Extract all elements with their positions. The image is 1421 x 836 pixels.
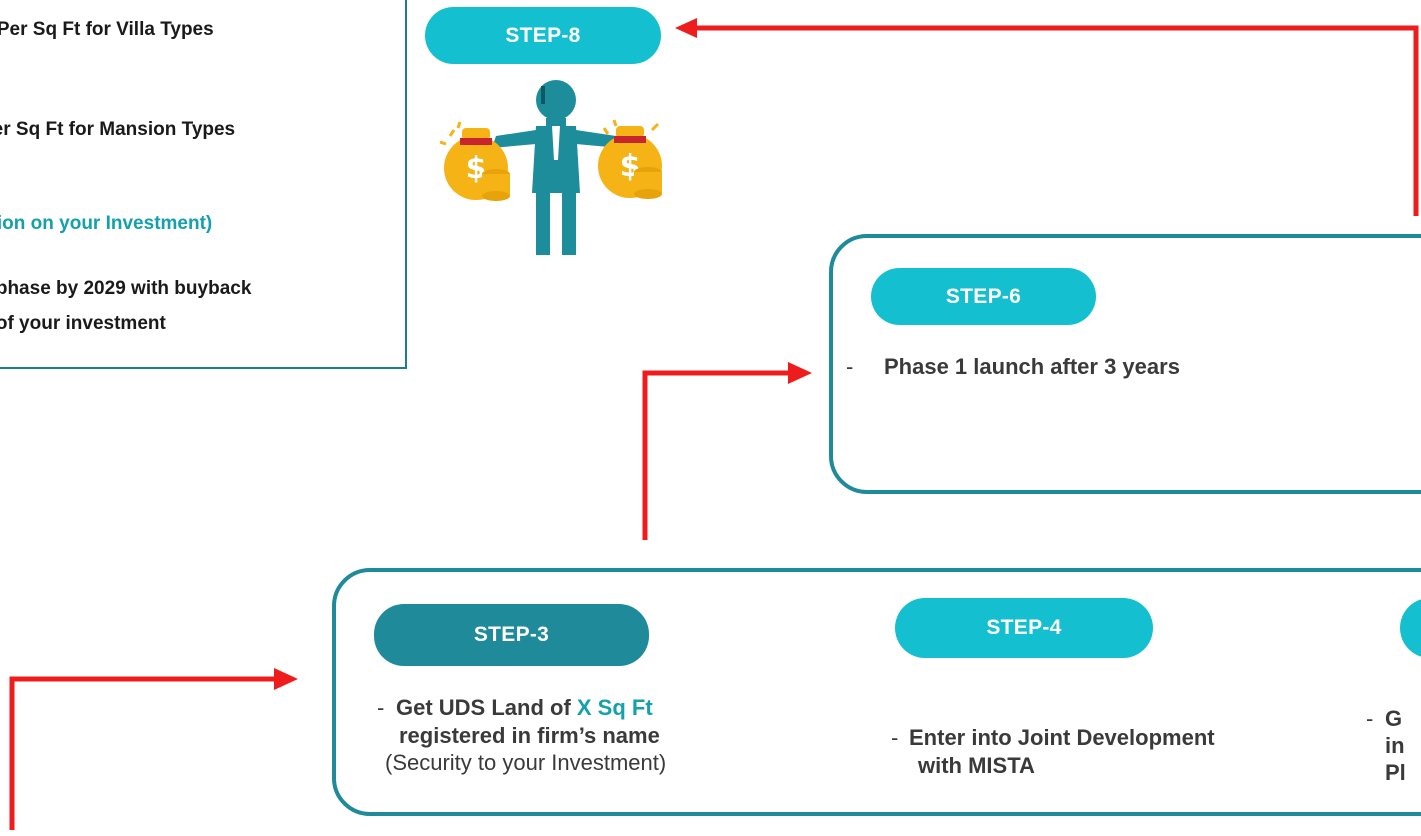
businessman-with-money-bags-icon: $ $ <box>440 80 662 255</box>
step-4-dash: - <box>891 725 899 750</box>
step-6-pill: STEP-6 <box>871 268 1096 325</box>
arrow-to-step-3 <box>9 676 275 830</box>
step-3-text-line2: registered in firm’s name <box>399 723 660 748</box>
step-5-text-line1: G <box>1385 706 1403 731</box>
step-6-text: Phase 1 launch after 3 years <box>884 354 1180 379</box>
info-villa-rate: /- Per Sq Ft for Villa Types <box>0 19 214 41</box>
step-4-pill: STEP-4 <box>895 598 1153 658</box>
info-investment: s of your investment <box>0 313 166 334</box>
step-3-dash: - <box>377 695 385 720</box>
step-3-text-a: Get UDS Land of <box>396 695 577 720</box>
investment-info-box: /- Per Sq Ft for Villa Types Per Sq Ft f… <box>0 0 407 369</box>
step-6-dash: - <box>846 354 854 379</box>
step-5-pill <box>1400 598 1421 658</box>
arrow-to-step-6 <box>642 370 790 540</box>
info-appreciation: ation on your Investment) <box>0 213 213 234</box>
arrow-to-step-3-head <box>274 668 298 690</box>
step-4-text-line2: with MISTA <box>918 753 1035 778</box>
svg-text:$: $ <box>466 151 487 186</box>
step-3-text-line1: Get UDS Land of X Sq Ft <box>396 694 653 722</box>
info-villa-rate-text: Per Sq Ft for Villa Types <box>0 19 214 40</box>
step-3-pill: STEP-3 <box>374 604 649 666</box>
step-3-text-accent: X Sq Ft <box>576 695 653 720</box>
step-6-card <box>829 234 1421 494</box>
arrow-to-step-6-head <box>788 362 812 384</box>
arrow-to-step-8 <box>690 25 1419 216</box>
step-5-dash: - <box>1366 706 1374 731</box>
arrow-to-step-8-head <box>675 18 697 38</box>
info-phase-buyback: s phase by 2029 with buyback <box>0 278 252 299</box>
info-mansion-rate: Per Sq Ft for Mansion Types <box>0 119 236 140</box>
step-8-pill: STEP-8 <box>425 7 661 64</box>
step-3-text-line3: (Security to your Investment) <box>385 750 667 775</box>
step-4-text-line1: Enter into Joint Development <box>909 725 1215 750</box>
step-5-text-line2: in <box>1385 733 1405 758</box>
step-5-text-line3: Pl <box>1385 760 1406 785</box>
